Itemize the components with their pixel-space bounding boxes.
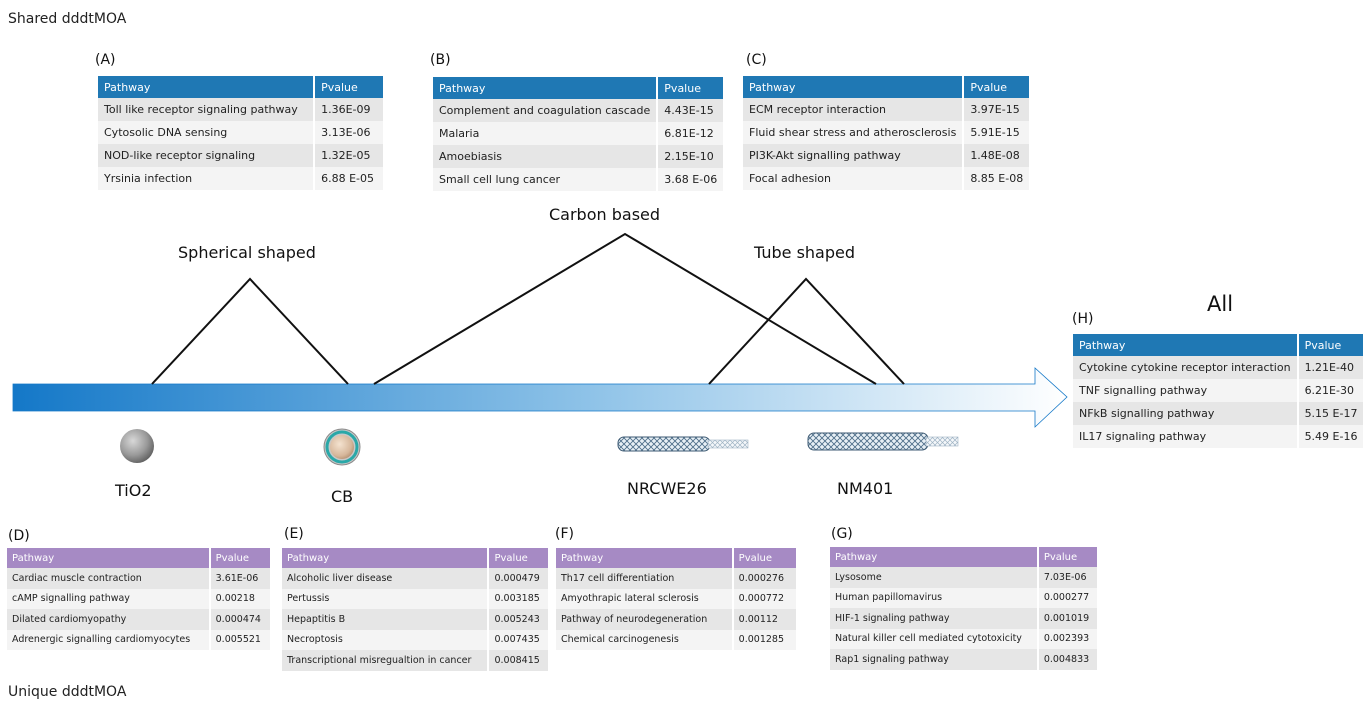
spherical-group-label: Spherical shaped xyxy=(178,243,316,262)
nrcwe26-label: NRCWE26 xyxy=(627,479,707,498)
tube-connector xyxy=(708,277,905,385)
table-h-label: (H) xyxy=(1072,311,1094,327)
carbon-group-label: Carbon based xyxy=(549,205,661,224)
tio2-label: TiO2 xyxy=(115,481,152,500)
pvalue-header: Pvalue xyxy=(731,548,796,568)
table-f-label: (F) xyxy=(555,526,574,542)
pvalue-header: Pvalue xyxy=(208,548,270,568)
shared-section-title: Shared dddtMOA xyxy=(8,11,127,27)
pvalue-header: Pvalue xyxy=(1036,547,1097,567)
nm401-nanotube-icon xyxy=(807,432,959,451)
timeline-arrow xyxy=(12,367,1068,428)
pvalue-header: Pvalue xyxy=(962,76,1030,98)
carbon-black-sphere-icon xyxy=(323,428,361,466)
pathway-header: Pathway xyxy=(433,77,658,99)
pathway-header: Pathway xyxy=(1073,334,1298,356)
all-group-label: All xyxy=(1207,292,1234,316)
table-row: Natural killer cell mediated cytotoxicit… xyxy=(830,628,1097,649)
carbon-connector xyxy=(373,232,877,385)
table-a-label: (A) xyxy=(95,52,116,68)
table-g-label: (G) xyxy=(831,526,853,542)
pathway-header: Pathway xyxy=(830,547,1038,567)
tube-group-label: Tube shaped xyxy=(754,243,856,262)
nm401-label: NM401 xyxy=(837,479,894,498)
pathway-header: Pathway xyxy=(556,548,733,568)
pathway-header: Pathway xyxy=(282,548,489,568)
unique-section-title: Unique dddtMOA xyxy=(8,684,127,700)
pvalue-header: Pvalue xyxy=(1296,334,1363,356)
pvalue-header: Pvalue xyxy=(313,76,383,98)
cb-label: CB xyxy=(331,487,354,506)
spherical-connector xyxy=(151,277,349,385)
table-e-label: (E) xyxy=(284,526,304,542)
pvalue-header: Pvalue xyxy=(656,77,724,99)
pvalue-header: Pvalue xyxy=(487,548,548,568)
table-c-label: (C) xyxy=(746,52,767,68)
nrcwe26-nanotube-icon xyxy=(617,436,749,452)
table-b-label: (B) xyxy=(430,52,451,68)
table-d-label: (D) xyxy=(8,528,30,544)
pathway-header: Pathway xyxy=(7,548,210,568)
tio2-sphere-icon xyxy=(120,429,154,463)
pathway-header: Pathway xyxy=(743,76,964,98)
pathway-header: Pathway xyxy=(98,76,315,98)
